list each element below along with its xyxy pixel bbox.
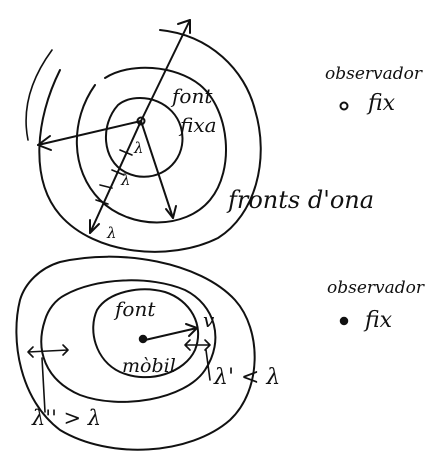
wavelength-tick-2 bbox=[95, 184, 113, 205]
bottom-source-label-bottom: mòbil bbox=[122, 355, 176, 377]
stationary-source-panel: font fixa λ λ λ bbox=[25, 19, 262, 253]
velocity-arrow bbox=[144, 327, 198, 341]
bottom-observer-dot bbox=[339, 316, 349, 326]
back-wavelength-label: λ'' > λ bbox=[31, 406, 101, 430]
top-lambda-2: λ bbox=[120, 171, 131, 189]
back-wavelength-leader bbox=[41, 357, 46, 413]
ray-left bbox=[37, 120, 142, 146]
top-observer-dot bbox=[339, 101, 349, 111]
front-wavelength-leader bbox=[205, 349, 211, 381]
top-observer-state: fix bbox=[366, 91, 396, 116]
ray-left-arrowhead bbox=[37, 135, 52, 151]
velocity-arrowhead bbox=[185, 323, 198, 337]
ray-down-right bbox=[140, 120, 174, 219]
top-lambda-1: λ bbox=[133, 139, 144, 157]
ray-down-left bbox=[89, 120, 142, 234]
back-wavelength-bracket bbox=[27, 344, 69, 358]
wavelength-tick-1 bbox=[111, 149, 133, 176]
wavefront-outer-left-arc bbox=[25, 49, 53, 141]
top-lambda-3: λ bbox=[106, 224, 117, 242]
ray-up-right-arrowhead bbox=[177, 19, 191, 34]
top-observer-title: observador bbox=[325, 64, 423, 84]
bottom-observer-state: fix bbox=[363, 308, 393, 333]
front-wavelength-bracket bbox=[184, 339, 211, 351]
top-source-label-2: fixa bbox=[178, 113, 217, 137]
top-observer: observador fix bbox=[325, 64, 423, 116]
wavefront-middle bbox=[75, 66, 227, 224]
top-source-label-1: font bbox=[170, 84, 213, 108]
bottom-observer: observador fix bbox=[327, 278, 425, 333]
wavefront-outer bbox=[38, 29, 262, 253]
bottom-observer-title: observador bbox=[327, 278, 425, 298]
moving-wavefront-outer bbox=[15, 255, 256, 451]
moving-wavefront-inner bbox=[92, 288, 200, 379]
velocity-label: v bbox=[203, 308, 215, 332]
bottom-source-label-top: font bbox=[113, 297, 156, 321]
ray-up-right bbox=[140, 19, 191, 122]
ray-down-left-arrowhead bbox=[89, 219, 100, 234]
wavefronts-label: fronts d'ona bbox=[226, 186, 374, 214]
moving-wavefront-middle bbox=[40, 279, 217, 403]
wavefront-inner bbox=[105, 97, 184, 178]
moving-source-panel: font mòbil v λ' < λ λ'' > λ bbox=[15, 255, 280, 451]
ray-down-right-arrowhead bbox=[165, 205, 177, 219]
front-wavelength-label: λ' < λ bbox=[213, 365, 280, 390]
